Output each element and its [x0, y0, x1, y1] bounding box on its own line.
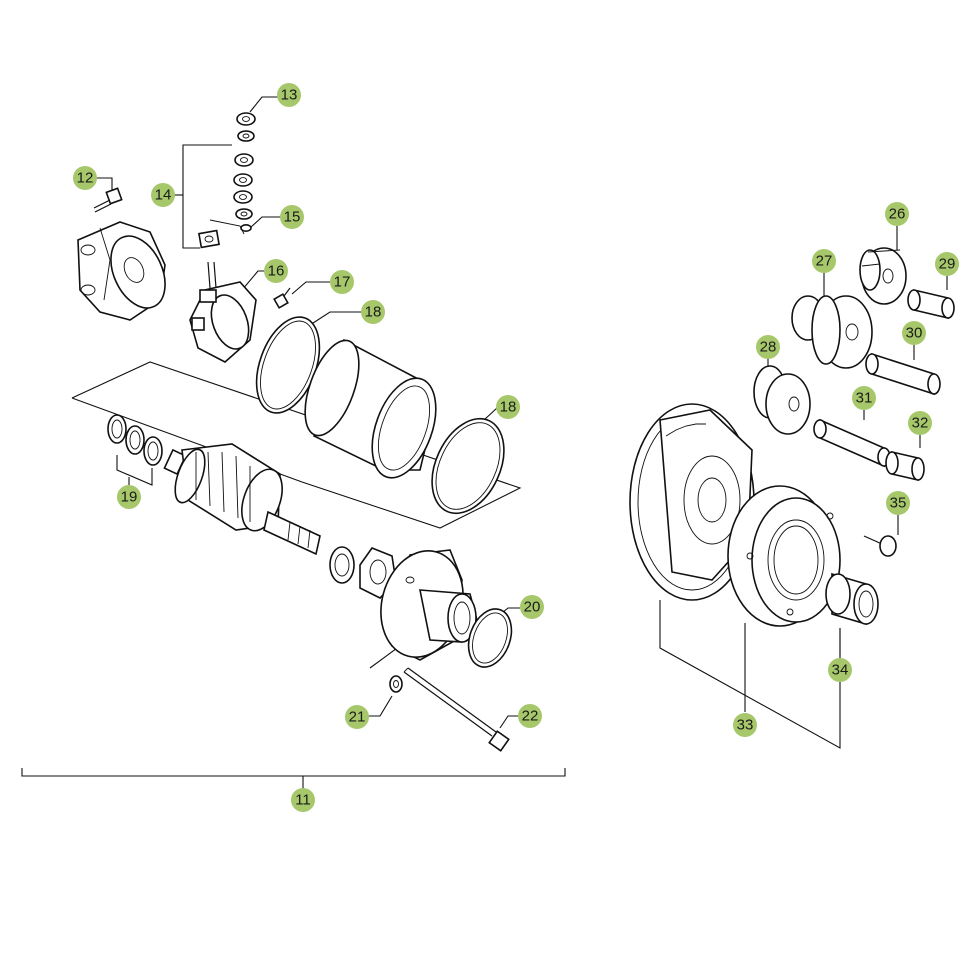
callout-34: 34	[828, 658, 852, 682]
callout-label: 17	[334, 274, 351, 291]
callout-20: 20	[520, 595, 544, 619]
nut-washer-stack	[197, 112, 256, 249]
gear-27	[791, 295, 873, 369]
callout-badge	[330, 270, 354, 294]
callout-32: 32	[908, 411, 932, 435]
yoke-frame	[304, 338, 437, 479]
callout-label: 35	[890, 495, 907, 512]
callout-13: 13	[277, 83, 301, 107]
callout-badge	[264, 259, 288, 283]
gear-28	[753, 365, 811, 435]
callout-17: 17	[330, 270, 354, 294]
callout-label: 15	[284, 209, 301, 226]
callout-badge	[812, 249, 836, 273]
through-bolt-22	[403, 667, 510, 752]
callout-label: 14	[155, 187, 172, 204]
callout-label: 18	[365, 304, 382, 321]
callout-18a: 18	[361, 300, 385, 324]
callout-31: 31	[852, 386, 876, 410]
callout-badge	[345, 705, 369, 729]
callout-label: 11	[295, 792, 311, 809]
callout-badge	[733, 713, 757, 737]
callout-28: 28	[756, 335, 780, 359]
gear-26	[859, 247, 907, 305]
callout-19: 19	[117, 485, 141, 509]
callout-label: 21	[349, 709, 366, 726]
callout-badge	[908, 411, 932, 435]
bolt-12	[93, 187, 123, 213]
callouts: 13 12 14 15 16 17 18 18 19 20 21 22 11 2…	[73, 83, 959, 812]
callout-22: 22	[518, 704, 542, 728]
o-ring-18b	[431, 417, 505, 515]
callout-label: 13	[281, 87, 298, 104]
callout-16: 16	[264, 259, 288, 283]
callout-29: 29	[935, 252, 959, 276]
callout-label: 26	[889, 206, 906, 223]
armature	[163, 443, 321, 556]
callout-35: 35	[886, 491, 910, 515]
callout-11: 11	[291, 788, 315, 812]
callout-12: 12	[73, 166, 97, 190]
callout-15: 15	[280, 205, 304, 229]
callout-badge	[280, 205, 304, 229]
o-ring-20	[467, 608, 513, 668]
end-housing	[77, 221, 166, 321]
pin-31	[813, 418, 891, 468]
callout-30: 30	[902, 321, 926, 345]
reduction-gear-assembly	[629, 247, 955, 627]
callout-label: 19	[121, 489, 138, 506]
callout-badge	[518, 704, 542, 728]
callout-badge	[117, 485, 141, 509]
callout-badge	[852, 386, 876, 410]
callout-badge	[756, 335, 780, 359]
callout-badge	[73, 166, 97, 190]
callout-label: 27	[816, 253, 833, 270]
pin-29	[907, 288, 955, 320]
callout-badge	[291, 788, 315, 812]
drive-housing	[380, 549, 479, 661]
callout-label: 16	[268, 263, 285, 280]
callout-badge	[151, 183, 175, 207]
callout-33: 33	[733, 713, 757, 737]
callout-label: 22	[522, 708, 539, 725]
callout-badge	[496, 395, 520, 419]
callout-18b: 18	[496, 395, 520, 419]
callout-label: 32	[912, 415, 929, 432]
callout-label: 33	[737, 717, 754, 734]
brush-holder	[189, 261, 257, 363]
washers-19	[107, 414, 163, 466]
o-ring-18a	[255, 316, 321, 414]
bearing-34	[825, 572, 879, 626]
screw-17	[273, 287, 291, 309]
callout-badge	[902, 321, 926, 345]
callout-badge	[277, 83, 301, 107]
screw-35	[863, 535, 897, 557]
callout-badge	[361, 300, 385, 324]
callout-27: 27	[812, 249, 836, 273]
callout-badge	[885, 202, 909, 226]
callout-label: 20	[524, 599, 541, 616]
shim-retainer	[329, 546, 397, 599]
callout-label: 31	[856, 390, 873, 407]
starter-motor-assembly	[77, 112, 513, 752]
callout-14: 14	[151, 183, 175, 207]
callout-label: 30	[906, 325, 923, 342]
callout-label: 34	[832, 662, 849, 679]
callout-label: 12	[77, 170, 94, 187]
pin-30	[865, 352, 941, 396]
callout-badge	[886, 491, 910, 515]
callout-label: 28	[760, 339, 777, 356]
bushing-32	[885, 450, 925, 482]
callout-21: 21	[345, 705, 369, 729]
callout-label: 18	[500, 399, 517, 416]
callout-26: 26	[885, 202, 909, 226]
washer-21	[389, 675, 403, 693]
callout-label: 29	[939, 256, 956, 273]
clutch-plate	[727, 485, 841, 627]
callout-badge	[828, 658, 852, 682]
callout-badge	[520, 595, 544, 619]
callout-badge	[935, 252, 959, 276]
